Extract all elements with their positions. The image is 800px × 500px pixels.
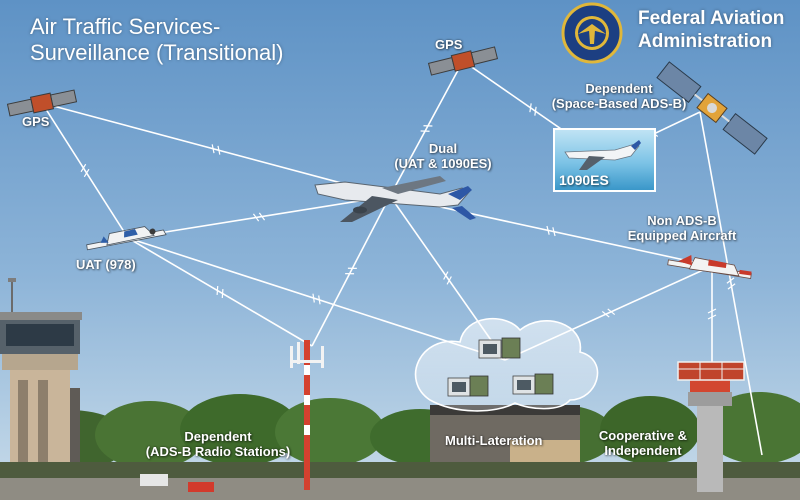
link-tick-mark: [83, 168, 90, 178]
terminal-building: [430, 405, 580, 465]
link-tick-mark: [607, 308, 616, 316]
link-tick-mark: [211, 144, 215, 154]
light-aircraft-icon: [86, 226, 167, 251]
radio-station-label: Dependent (ADS-B Radio Stations): [145, 429, 291, 460]
data-link-line: [127, 195, 391, 239]
es-aircraft-label: 1090ES: [559, 172, 609, 188]
uat-aircraft-label: UAT (978): [76, 257, 136, 272]
title-line-2: Surveillance (Transitional): [30, 40, 284, 66]
airliner-photo-icon: 1090ES: [553, 128, 656, 192]
data-link-line: [389, 60, 464, 197]
link-tick-mark: [546, 225, 550, 235]
data-link-line: [311, 195, 391, 347]
dual-aircraft-label: Dual (UAT & 1090ES): [394, 141, 492, 172]
uat-ground-station: [290, 340, 324, 490]
link-tick-mark: [216, 285, 219, 295]
link-tick-mark: [534, 106, 537, 116]
link-tick-mark: [601, 310, 610, 318]
agency-name: Federal Aviation Administration: [638, 8, 784, 54]
link-tick-mark: [258, 212, 266, 221]
gps-satellite-icon: [6, 89, 78, 117]
data-link-line: [127, 237, 506, 361]
light-aircraft-icon: [667, 255, 752, 279]
link-tick-mark: [443, 271, 449, 280]
radar-site: [677, 361, 745, 492]
data-link-line: [699, 111, 763, 456]
agency-name-line-2: Administration: [638, 30, 773, 52]
link-tick-mark: [80, 163, 87, 173]
sensor-unit: [447, 375, 489, 397]
link-tick-mark: [217, 145, 221, 155]
non-adsb-aircraft-label: Non ADS-B Equipped Aircraft: [627, 213, 737, 244]
ads-b-satellite-icon: [656, 61, 768, 155]
sensor-unit: [478, 337, 521, 359]
gps-left-label: GPS: [22, 114, 50, 129]
multilateration-cloud: [414, 317, 599, 412]
link-tick-mark: [252, 213, 260, 222]
data-link-line: [389, 195, 713, 267]
agency-name-line-1: Federal Aviation: [638, 8, 785, 29]
data-link-line: [127, 237, 313, 347]
sensor-unit: [512, 373, 554, 395]
link-tick-mark: [312, 293, 315, 303]
data-link-line: [41, 102, 391, 197]
link-tick-mark: [707, 308, 717, 314]
radar-label: Cooperative & Independent: [598, 428, 688, 459]
multilateration-label: Multi-Lateration: [445, 433, 543, 448]
title-line-1: Air Traffic Services-: [30, 14, 221, 39]
ground: [0, 462, 800, 500]
link-tick-mark: [446, 276, 452, 285]
link-tick-mark: [318, 295, 321, 305]
control-tower: [0, 278, 82, 480]
airliner-icon: [314, 176, 476, 222]
link-tick-mark: [727, 283, 736, 290]
diagram-title: Air Traffic Services- Surveillance (Tran…: [30, 14, 284, 67]
gps-top-label: GPS: [435, 37, 463, 52]
link-tick-mark: [726, 277, 735, 284]
link-tick-mark: [707, 314, 717, 320]
link-tick-mark: [552, 227, 556, 237]
space-adsb-label: Dependent (Space-Based ADS-B): [551, 81, 687, 112]
data-link-line: [41, 102, 129, 239]
link-tick-mark: [529, 103, 532, 113]
airliner-photo-graphic: [564, 140, 641, 170]
link-tick-mark: [221, 289, 224, 299]
faa-seal-icon: [561, 2, 623, 64]
gps-satellite-icon: [427, 46, 499, 76]
